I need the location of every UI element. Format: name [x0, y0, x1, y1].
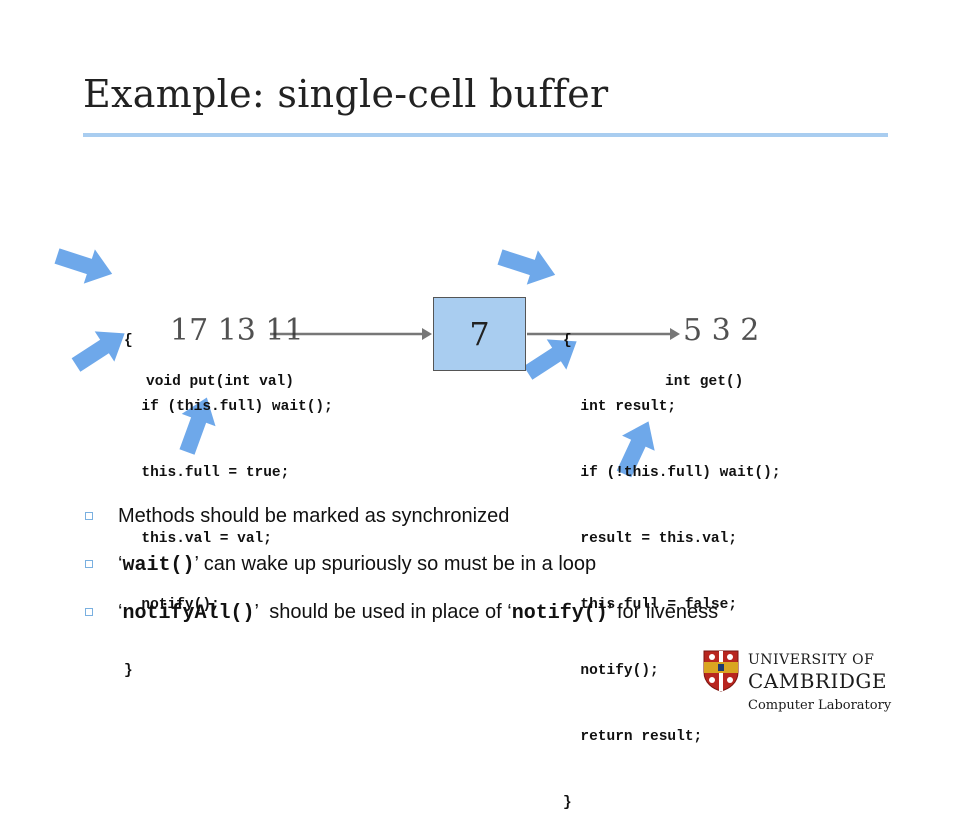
- bullet-text-mid: ’ should be used in place of ‘: [254, 601, 512, 623]
- inline-code: wait(): [122, 554, 195, 577]
- producer-queue: 17 13 11: [170, 313, 304, 348]
- code-line: int result;: [563, 399, 677, 415]
- bullet-item: Methods should be marked as synchronized: [85, 505, 509, 553]
- inline-code: notifyAll(): [122, 602, 255, 625]
- thread-arrow-icon: [51, 238, 118, 292]
- code-line: if (!this.full) wait();: [563, 465, 781, 481]
- code-line: return result;: [563, 729, 703, 745]
- flow-arrow-out: [527, 328, 680, 340]
- slide-title: Example: single-cell buffer: [83, 72, 609, 116]
- code-line: notify();: [563, 663, 659, 679]
- logo-department: Computer Laboratory: [748, 698, 892, 713]
- code-line: this.full = true;: [124, 465, 290, 481]
- get-method-signature: int get(): [665, 374, 744, 390]
- code-line: this.val = val;: [124, 531, 272, 547]
- flow-arrow-in: [270, 328, 432, 340]
- code-line: {: [124, 333, 133, 349]
- buffer-cell: 7: [433, 297, 526, 371]
- inline-code: notify(): [511, 602, 608, 625]
- consumer-queue: 5 3 2: [683, 313, 760, 348]
- code-line: }: [563, 795, 572, 811]
- quote-open: ‘: [118, 553, 123, 575]
- title-underline: [83, 133, 888, 137]
- bullet-list: Methods should be marked as synchronized…: [85, 505, 718, 649]
- bullet-text-end: ’ for liveness: [607, 601, 719, 623]
- code-line: if (this.full) wait();: [124, 399, 333, 415]
- thread-arrow-icon: [494, 239, 561, 293]
- bullet-text: Methods should be marked as synchronized: [118, 505, 510, 527]
- code-line: }: [124, 663, 133, 679]
- put-method-code: { if (this.full) wait(); this.full = tru…: [124, 286, 333, 704]
- bullet-text: ‘notifyAll()’ should be used in place of…: [118, 601, 718, 625]
- code-line: notify();: [124, 597, 220, 613]
- code-line: {: [563, 333, 572, 349]
- logo-cambridge: CAMBRIDGE: [748, 669, 887, 693]
- put-method-signature: void put(int val): [146, 374, 294, 390]
- code-line: this.full = false;: [563, 597, 738, 613]
- crest-icon: [703, 650, 739, 692]
- bullet-text: ‘wait()’ can wake up spuriously so must …: [118, 553, 596, 577]
- bullet-marker-icon: [85, 512, 93, 520]
- bullet-item: ‘notifyAll()’ should be used in place of…: [85, 601, 718, 649]
- code-line: result = this.val;: [563, 531, 738, 547]
- bullet-item: ‘wait()’ can wake up spuriously so must …: [85, 553, 596, 601]
- quote-open: ‘: [118, 601, 123, 623]
- logo-university-of: UNIVERSITY OF: [748, 652, 875, 668]
- university-logo: UNIVERSITY OF CAMBRIDGE Computer Laborat…: [703, 648, 893, 718]
- bullet-text-rest: ’ can wake up spuriously so must be in a…: [194, 553, 597, 575]
- bullet-marker-icon: [85, 608, 93, 616]
- bullet-marker-icon: [85, 560, 93, 568]
- thread-arrows: [51, 238, 680, 482]
